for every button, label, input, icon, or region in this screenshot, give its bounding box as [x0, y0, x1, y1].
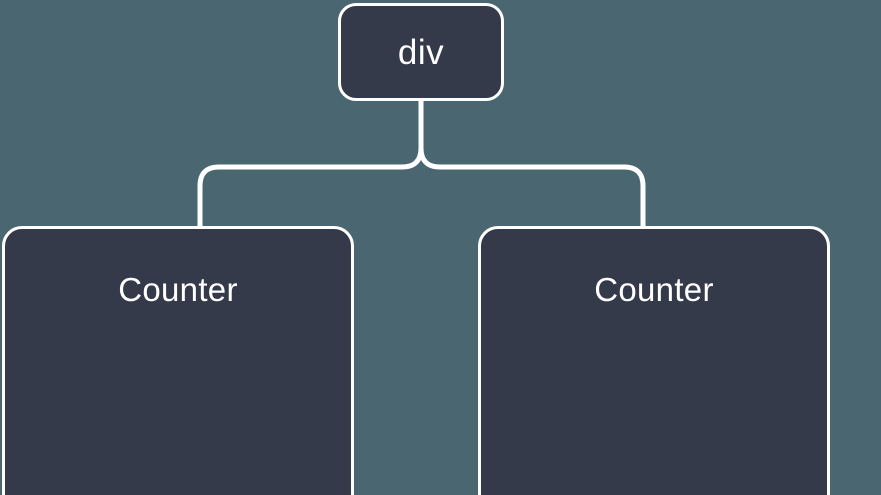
node-counter-right[interactable]: Counter count 1 [478, 226, 830, 495]
connector-path [197, 98, 646, 229]
node-div-label: div [397, 32, 445, 72]
node-div[interactable]: div [338, 3, 504, 101]
node-counter-left[interactable]: Counter count 0 [2, 226, 354, 495]
node-counter-left-title: Counter [118, 271, 238, 308]
node-counter-right-title: Counter [594, 271, 714, 308]
